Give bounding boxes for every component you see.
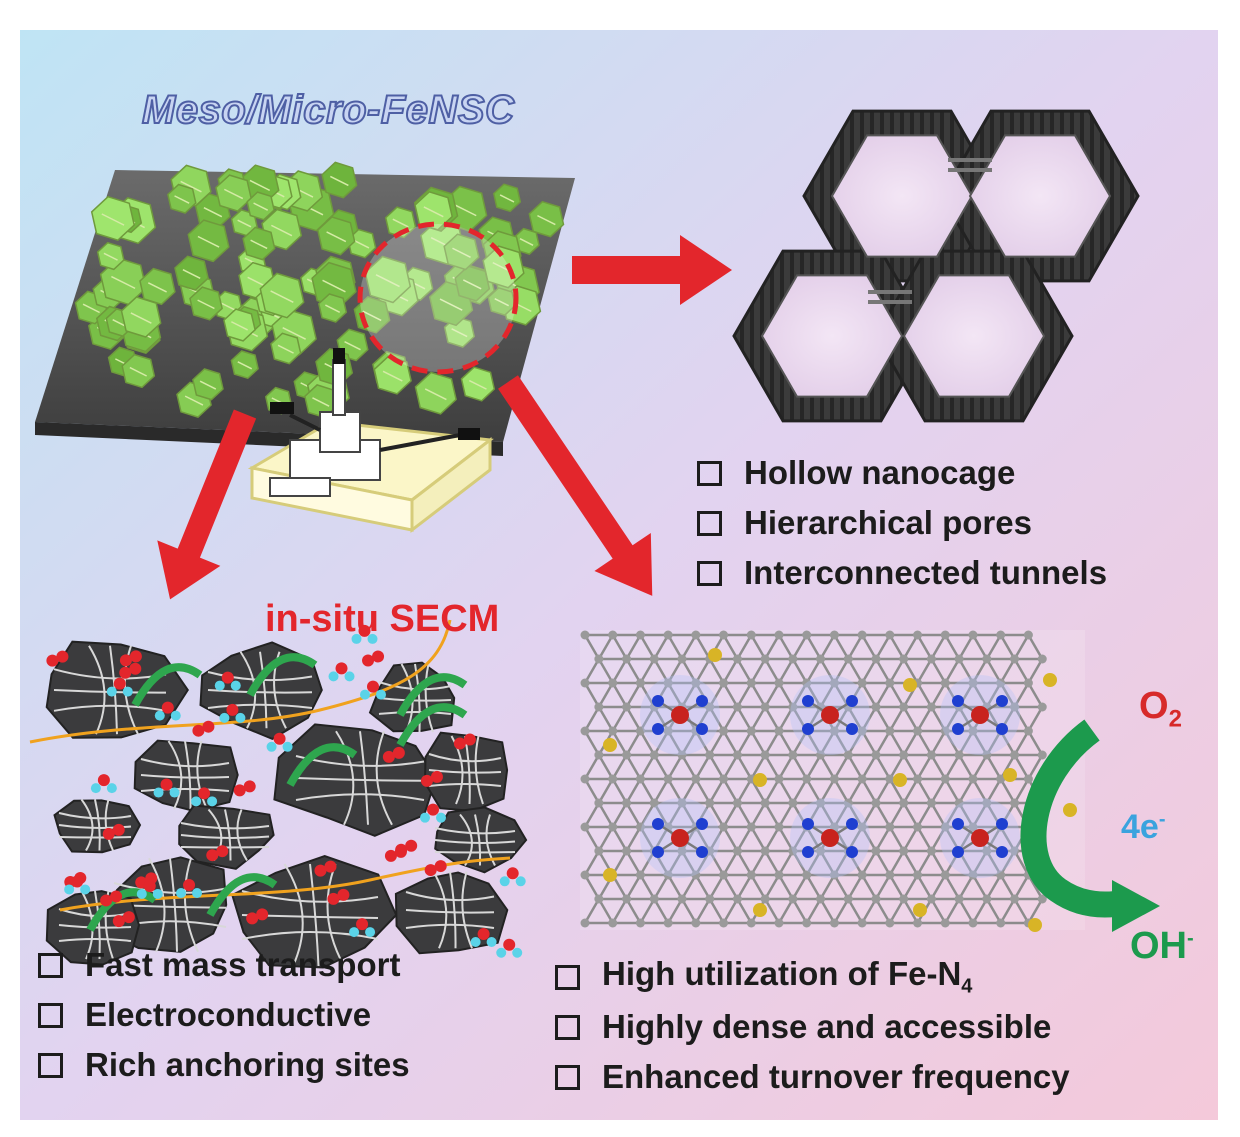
bottom-right-feature-list: High utilization of Fe-N4 Highly dense a… [555, 952, 1070, 1102]
list-item: Interconnected tunnels [697, 548, 1107, 598]
top-right-feature-list: Hollow nanocage Hierarchical pores Inter… [697, 448, 1107, 598]
checkbox-icon [555, 1064, 580, 1090]
checkbox-icon [38, 1052, 63, 1078]
list-item: High utilization of Fe-N4 [555, 952, 1070, 1002]
checkbox-icon [697, 510, 722, 536]
checkbox-icon [38, 952, 63, 978]
hollow-nanocage [732, 109, 1140, 423]
illustration [20, 30, 1218, 1120]
oh-label: OH- [1130, 925, 1194, 967]
bottom-left-feature-list: Fast mass transport Electroconductive Ri… [38, 940, 410, 1090]
fen4-graphene-lattice [580, 630, 1085, 932]
green-curved-arrow-icon [1020, 719, 1160, 932]
figure-panel: Meso/Micro-FeNSC in-situ SECM Hollow nan… [20, 30, 1218, 1120]
checkbox-icon [697, 560, 722, 586]
secm-instrument-icon [247, 348, 494, 534]
o2-label: O2 [1139, 685, 1182, 733]
electron-label: 4e- [1121, 808, 1166, 846]
zoom-circle [357, 221, 519, 375]
checkbox-icon [697, 460, 722, 486]
porous-carbon-network [29, 619, 528, 969]
list-item: Hierarchical pores [697, 498, 1107, 548]
figure-title: Meso/Micro-FeNSC [141, 87, 515, 133]
list-item: Highly dense and accessible [555, 1002, 1070, 1052]
list-item: Enhanced turnover frequency [555, 1052, 1070, 1102]
red-arrow-icon [157, 235, 732, 600]
list-item: Electroconductive [38, 990, 410, 1040]
substrate-with-particles [35, 161, 575, 456]
list-item: Hollow nanocage [697, 448, 1107, 498]
list-item: Fast mass transport [38, 940, 410, 990]
checkbox-icon [555, 964, 580, 990]
secm-label: in-situ SECM [265, 598, 500, 640]
list-item: Rich anchoring sites [38, 1040, 410, 1090]
checkbox-icon [38, 1002, 63, 1028]
checkbox-icon [555, 1014, 580, 1040]
